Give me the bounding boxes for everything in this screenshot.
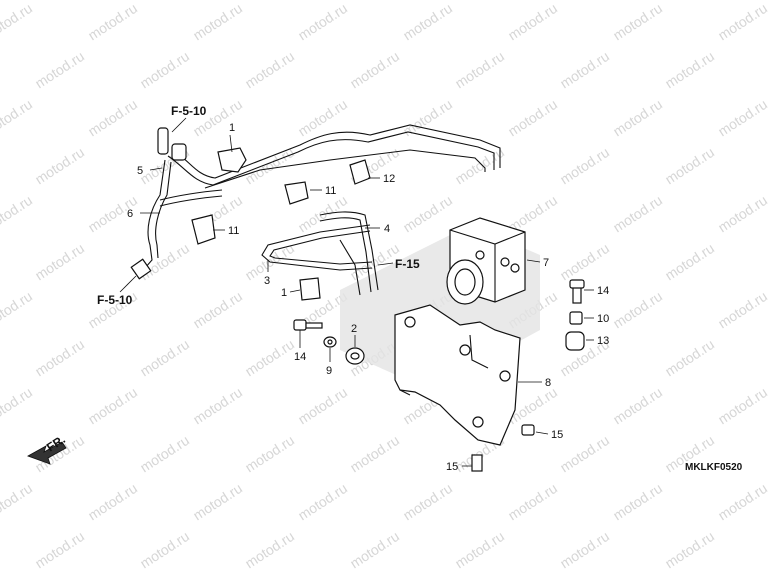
ref-f-5-10-top: F-5-10 <box>171 104 207 118</box>
washer-9 <box>323 336 337 348</box>
ref-f-5-10-bottom: F-5-10 <box>97 293 133 307</box>
callout-11-lower: 11 <box>228 225 239 237</box>
ref-f-15: F-15 <box>395 257 420 271</box>
diagram-code: MKLKF0520 <box>685 462 743 473</box>
callout-7: 7 <box>543 257 549 269</box>
abs-bracket-8 <box>394 304 521 446</box>
callout-3: 3 <box>264 275 270 287</box>
callout-2: 2 <box>351 323 357 335</box>
callout-1: 1 <box>229 122 235 134</box>
brake-pipe-4 <box>319 211 379 296</box>
abs-modulator-7 <box>446 217 526 305</box>
callout-5: 5 <box>137 165 143 177</box>
brake-hose-5-fitting <box>157 127 187 161</box>
bolt-14-right <box>569 279 585 304</box>
grommet-2 <box>345 347 365 365</box>
clamp-1-top <box>217 147 247 173</box>
collar-10 <box>569 311 583 325</box>
callout-12: 12 <box>383 173 395 185</box>
clamp-11-lower <box>191 214 216 245</box>
callout-14-left: 14 <box>294 351 306 363</box>
brake-pipe-upper <box>167 124 501 189</box>
brake-pipe-3 <box>261 224 373 271</box>
bolt-15-bottom <box>471 454 483 472</box>
callout-8: 8 <box>545 377 551 389</box>
clamp-12 <box>349 159 371 185</box>
clamp-11-upper <box>284 181 309 205</box>
callout-10: 10 <box>597 313 609 325</box>
callout-13: 13 <box>597 335 609 347</box>
bolt-14-left <box>293 319 323 331</box>
callout-15-right: 15 <box>551 429 563 441</box>
clamp-1-lower <box>299 277 321 301</box>
callout-15-bottom: 15 <box>446 461 458 473</box>
leader-lines <box>140 134 594 467</box>
front-direction-arrow-icon <box>27 441 67 465</box>
callout-6: 6 <box>127 208 133 220</box>
callout-14-right: 14 <box>597 285 609 297</box>
bolt-15-right <box>521 424 535 436</box>
callout-4: 4 <box>384 223 390 235</box>
callout-9: 9 <box>326 365 332 377</box>
grommet-13 <box>565 331 585 351</box>
brake-hose-6 <box>130 159 223 280</box>
callout-1-lower: 1 <box>281 287 287 299</box>
callout-11-upper: 11 <box>325 185 336 197</box>
